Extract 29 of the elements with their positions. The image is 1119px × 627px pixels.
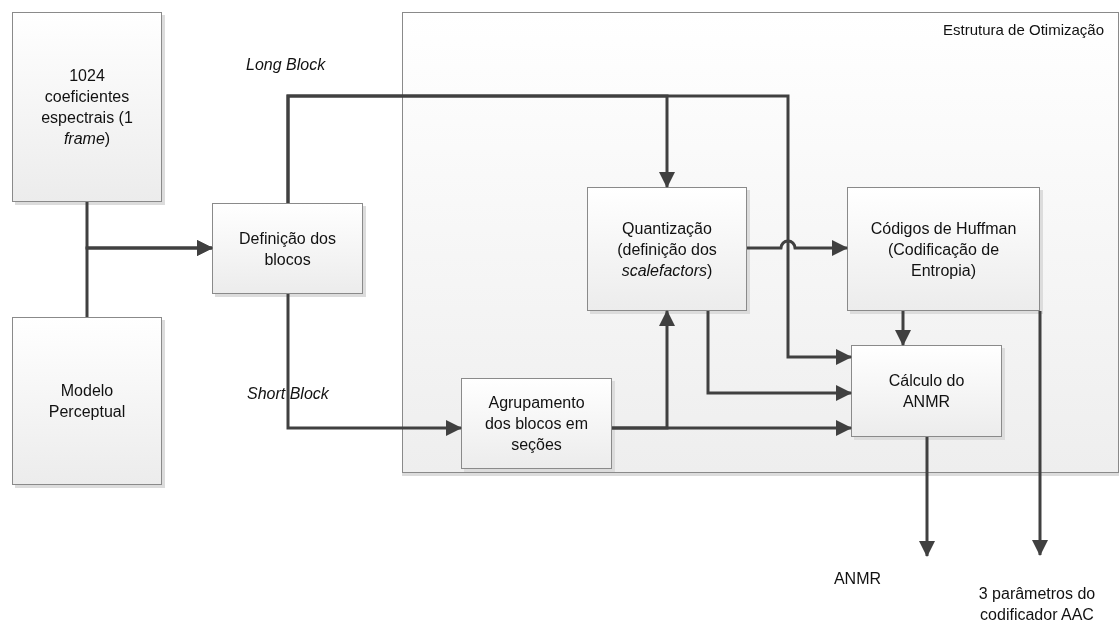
box-label: Cálculo do ANMR	[887, 371, 966, 412]
output-label: 3 parâmetros do codificador AAC	[977, 584, 1097, 625]
arrow	[706, 311, 852, 401]
box-label: Agrupamento dos blocos em seções	[483, 393, 590, 455]
arrow	[919, 437, 935, 557]
box-label: 1024 coeficientes espectrais (1 frame)	[40, 66, 134, 149]
process-box	[587, 187, 747, 311]
box-label: Definição dos blocos	[238, 228, 337, 270]
edge-label: Long Block	[246, 56, 326, 74]
arrow	[1032, 311, 1048, 556]
arrow	[747, 239, 848, 256]
process-box	[851, 345, 1002, 437]
process-box	[212, 203, 363, 294]
output-label: ANMR	[832, 569, 883, 589]
process-box	[847, 187, 1040, 311]
group-frame	[402, 12, 1119, 473]
process-box	[12, 12, 162, 202]
arrow	[895, 311, 911, 346]
box-label: Modelo Perceptual	[47, 381, 127, 422]
box-label: Quantização (definição dos scalefactors)	[616, 218, 718, 281]
arrow	[286, 294, 462, 436]
edge-label: Short Block	[247, 385, 329, 403]
arrow	[85, 240, 213, 317]
box-label: Códigos de Huffman (Codificação de Entropia)	[869, 218, 1018, 281]
process-box	[461, 378, 612, 469]
frame-title: Estrutura de Otimização	[943, 21, 1104, 38]
process-box	[12, 317, 162, 485]
arrow	[286, 94, 852, 365]
arrow	[612, 420, 852, 436]
